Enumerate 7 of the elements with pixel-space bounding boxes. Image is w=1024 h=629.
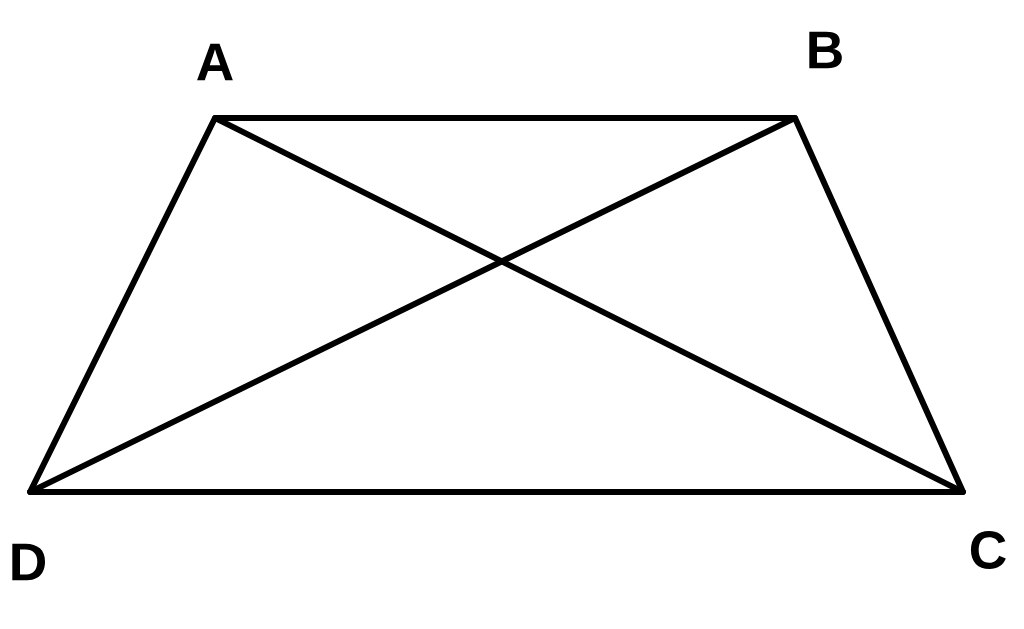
vertex-label: D [12,543,45,581]
line-segment [27,115,798,495]
line-segment [27,489,966,495]
vertex-label: A [197,43,233,81]
vertex-label: C [970,531,1006,569]
line-segment [212,115,966,495]
vertex-label: B [809,31,842,69]
